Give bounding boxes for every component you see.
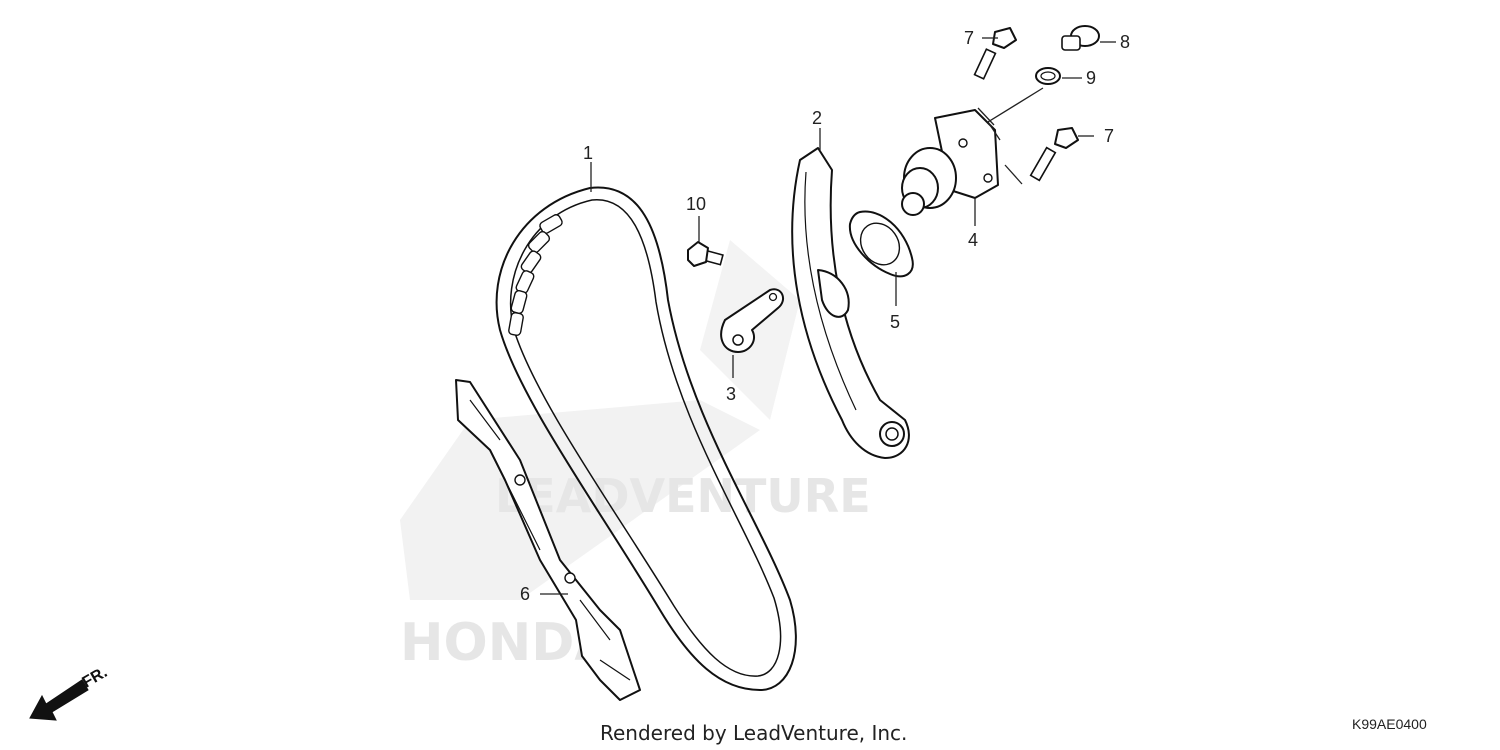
callout-6: 6 [520, 584, 530, 604]
callout-5: 5 [890, 312, 900, 332]
tensioner-lifter [901, 109, 999, 216]
callout-7-lower: 7 [1104, 126, 1114, 146]
callout-3: 3 [726, 384, 736, 404]
front-arrow-icon [29, 679, 89, 721]
callout-10: 10 [686, 194, 706, 214]
callout-8: 8 [1120, 32, 1130, 52]
flange-bolt-upper [973, 27, 1017, 80]
flange-bolt-lower [1029, 127, 1079, 182]
flange-bolt-small [687, 241, 724, 267]
front-direction-indicator: FR. [29, 664, 110, 721]
callout-1: 1 [583, 143, 593, 163]
plate-bracket [720, 288, 785, 353]
o-ring [1035, 67, 1061, 85]
callouts: 1 2 3 4 5 6 7 7 8 9 10 [520, 28, 1130, 604]
callout-9: 9 [1086, 68, 1096, 88]
sealing-bolt [1061, 25, 1100, 51]
cam-chain-guide [455, 379, 641, 701]
callout-7-upper: 7 [964, 28, 974, 48]
watermark-leadventure: LEADVENTURE [495, 469, 871, 523]
tensioner-arm [791, 147, 910, 459]
gasket [848, 210, 914, 278]
leader-lines [540, 37, 1116, 595]
callout-4: 4 [968, 230, 978, 250]
callout-2: 2 [812, 108, 822, 128]
render-credit: Rendered by LeadVenture, Inc. [600, 721, 907, 745]
diagram-code: K99AE0400 [1352, 716, 1427, 732]
cam-chain [495, 186, 797, 691]
